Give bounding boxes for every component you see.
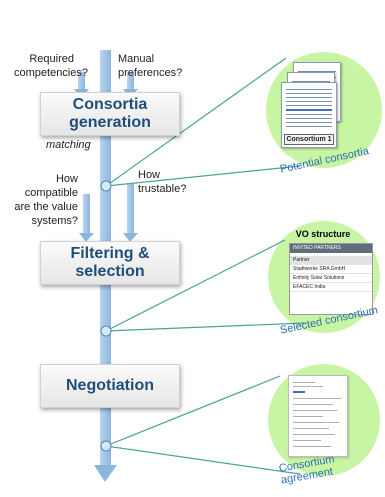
stage-filtering-label: Filtering & selection — [70, 245, 150, 280]
stage-consortia-generation: Consortia generation — [40, 92, 180, 136]
input-arrow-left — [78, 72, 85, 90]
junction-dot-3 — [100, 440, 112, 452]
question-trustable: How trustable? — [138, 169, 187, 195]
stage-filtering-selection: Filtering & selection — [40, 241, 180, 285]
consortium-agreement-doc — [288, 375, 348, 457]
matching-label: matching — [46, 139, 91, 151]
stage-negotiation: Negotiation — [40, 364, 180, 408]
input-arrow-compat — [83, 194, 90, 234]
table-column-header: Partner — [290, 256, 372, 265]
invited-partners-table: INVITED PARTNERS Partner Stadtwerke SRA … — [289, 243, 373, 315]
stage-generation-label: Consortia generation — [69, 96, 151, 131]
junction-dot-1 — [100, 180, 112, 192]
stage-negotiation-label: Negotiation — [66, 377, 154, 394]
input-arrow-trust — [127, 184, 134, 234]
question-manual: Manual preferences? — [118, 53, 183, 79]
vo-structure-title: VO structure — [295, 229, 351, 239]
consortium-doc-front: Consortium 1 — [281, 82, 337, 148]
input-arrow-right — [127, 72, 134, 90]
main-flow-arrowhead — [94, 465, 117, 482]
question-required: Required competencies? — [14, 53, 88, 79]
table-row: Stadtwerke SRA GmbH — [290, 265, 372, 274]
junction-dot-2 — [100, 325, 112, 337]
table-row: Enfinity Solar Solutions — [290, 274, 372, 283]
table-header: INVITED PARTNERS — [290, 244, 372, 253]
question-compatible: How compatible are the value systems? — [14, 173, 78, 227]
consortium-doc-label: Consortium 1 — [284, 134, 334, 145]
table-row: EFACEC India — [290, 283, 372, 292]
